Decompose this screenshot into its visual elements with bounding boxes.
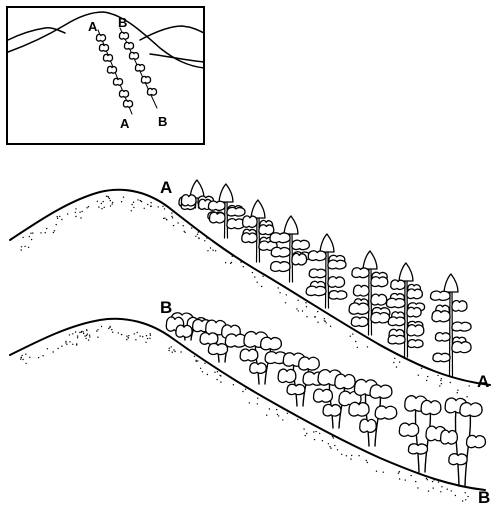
inset-label-bottom-a: A xyxy=(120,116,130,131)
broadleaf-tree xyxy=(439,397,486,487)
slope-a: A A xyxy=(9,178,491,398)
inset-label-bottom-b: B xyxy=(158,114,167,129)
conifer-tree xyxy=(385,262,426,358)
slope-b: B B xyxy=(9,298,490,507)
broadleaf-tree xyxy=(199,319,248,363)
inset-map: A B A B xyxy=(6,6,205,145)
broadleaf-tree xyxy=(312,369,362,429)
inset-ridge-line xyxy=(149,53,205,63)
conifer-tree xyxy=(305,233,348,309)
inset-main-mountain xyxy=(7,11,205,69)
slope-a-stipple xyxy=(20,195,470,398)
slope-b-stipple xyxy=(20,325,469,502)
inset-tree-column-a xyxy=(95,29,134,115)
slope-a-ground-line xyxy=(9,188,491,386)
inset-frame xyxy=(6,6,205,145)
inset-right-hill xyxy=(139,25,205,41)
broadleaf-tree xyxy=(239,330,288,385)
slope-b-top-label: B xyxy=(160,298,172,317)
slope-a-bottom-label: A xyxy=(477,372,489,391)
slope-a-conifer-row xyxy=(178,179,472,377)
broadleaf-tree xyxy=(348,378,398,447)
inset-label-top-a: A xyxy=(88,19,98,34)
slope-a-top-label: A xyxy=(160,178,172,197)
slope-b-ground-line xyxy=(9,317,486,491)
slope-b-bottom-label: B xyxy=(478,488,490,507)
slope-b-broadleaf-row xyxy=(165,312,486,487)
conifer-tree xyxy=(348,250,391,336)
inset-label-top-b: B xyxy=(118,15,127,30)
broadleaf-tree xyxy=(165,312,212,341)
conifer-tree xyxy=(207,183,246,239)
inset-left-ridge xyxy=(7,27,66,41)
conifer-tree xyxy=(269,215,311,283)
conifer-tree xyxy=(429,273,472,377)
inset-tree-column-b xyxy=(118,27,158,109)
broadleaf-tree xyxy=(398,395,447,473)
